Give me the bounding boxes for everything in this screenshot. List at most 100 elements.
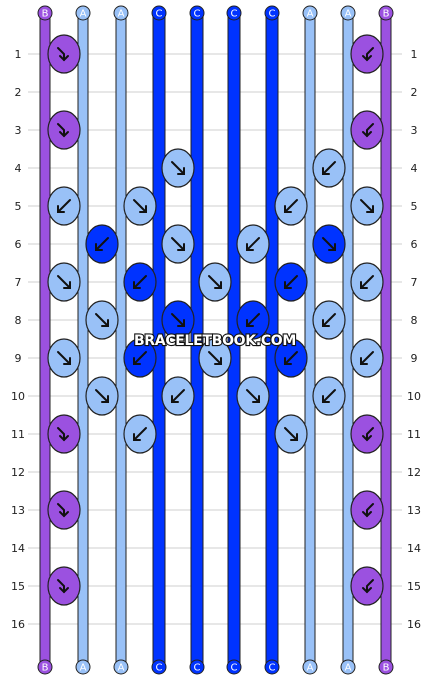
strand-cap-top [302,5,318,21]
arrow-head [362,55,372,62]
knot-arrow-icon [360,199,374,213]
arrow-head [214,357,222,365]
strand-cap-top [75,5,91,21]
strand-cap-bottom [378,659,394,675]
knot [47,414,81,454]
strand-cap-top [264,5,280,21]
knot [350,186,384,226]
strand-cap-bottom [302,659,318,675]
knot [350,566,384,606]
arrow-head [362,435,372,442]
arrow-path [57,47,65,61]
row-label-left: 7 [15,276,22,289]
row-label-right: 10 [407,390,421,403]
strand-cap-bottom [189,659,205,675]
arrow-head [246,319,254,327]
knot-arrow-icon [171,313,185,327]
knot [274,186,308,226]
arrow-head [362,511,372,518]
knot [350,110,384,150]
knot [85,224,119,264]
knot-arrow-icon [133,427,147,441]
arrow-path [246,237,260,251]
strand-label-bottom: C [231,663,238,674]
arrow-head [59,55,69,62]
arrow-path [284,199,298,213]
knot [274,338,308,378]
arrow-path [360,275,374,289]
arrow-path [57,427,65,441]
arrow-head [101,319,109,327]
strand-cap-bottom [226,659,242,675]
strand-label-top: B [42,9,49,20]
arrow-head [59,131,69,138]
knot [47,34,81,74]
knot [123,414,157,454]
arrow-path [322,237,336,251]
row-label-left: 3 [15,124,22,137]
knot [274,262,308,302]
knot [312,224,346,264]
strand-cap-bottom [75,659,91,675]
knot [236,376,270,416]
arrow-head [133,357,141,365]
knot-arrow-icon [95,313,109,327]
strand-cap-top [226,5,242,21]
knot-arrow-icon [133,275,147,289]
arrow-head [177,319,185,327]
knot-arrow-icon [57,275,71,289]
row-label-right: 12 [407,466,421,479]
knot [47,338,81,378]
arrow-head [63,357,71,365]
row-label-right: 6 [411,238,418,251]
arrow-head [177,243,185,251]
row-label-left: 8 [15,314,22,327]
arrow-path [171,161,185,175]
arrow-head [59,435,69,442]
arrow-head [284,357,292,365]
strand-label-bottom: A [307,663,314,674]
arrow-head [177,167,185,175]
arrow-head [57,205,65,213]
strand-cap-top [340,5,356,21]
strand-cap-top [189,5,205,21]
knot [236,300,270,340]
row-label-left: 2 [15,86,22,99]
arrow-path [366,503,374,517]
arrow-path [133,427,147,441]
arrow-path [360,351,374,365]
arrow-path [171,389,185,403]
knot-arrow-icon [362,579,374,594]
arrow-path [133,275,147,289]
watermark: BRACELETBOOK.COM [134,333,296,349]
row-label-left: 14 [11,542,25,555]
strand-cap-bottom [340,659,356,675]
arrow-head [59,511,69,518]
row-label-right: 1 [411,48,418,61]
knot [350,490,384,530]
arrow-head [360,281,368,289]
arrow-path [322,389,336,403]
arrow-head [284,281,292,289]
strand-label-top: C [156,9,163,20]
knot-arrow-icon [57,427,69,442]
strand-cap-bottom [264,659,280,675]
row-label-left: 15 [11,580,25,593]
knot-arrow-icon [133,199,147,213]
row-label-left: 6 [15,238,22,251]
row-label-right: 9 [411,352,418,365]
knot-arrow-icon [362,503,374,518]
strand-label-bottom: B [42,663,49,674]
arrow-head [214,281,222,289]
arrow-path [171,313,185,327]
knot-arrow-icon [171,389,185,403]
row-label-right: 11 [407,428,421,441]
knot [350,338,384,378]
arrow-path [284,351,298,365]
arrow-head [133,281,141,289]
row-label-left: 12 [11,466,25,479]
arrow-path [57,275,71,289]
knot [350,34,384,74]
